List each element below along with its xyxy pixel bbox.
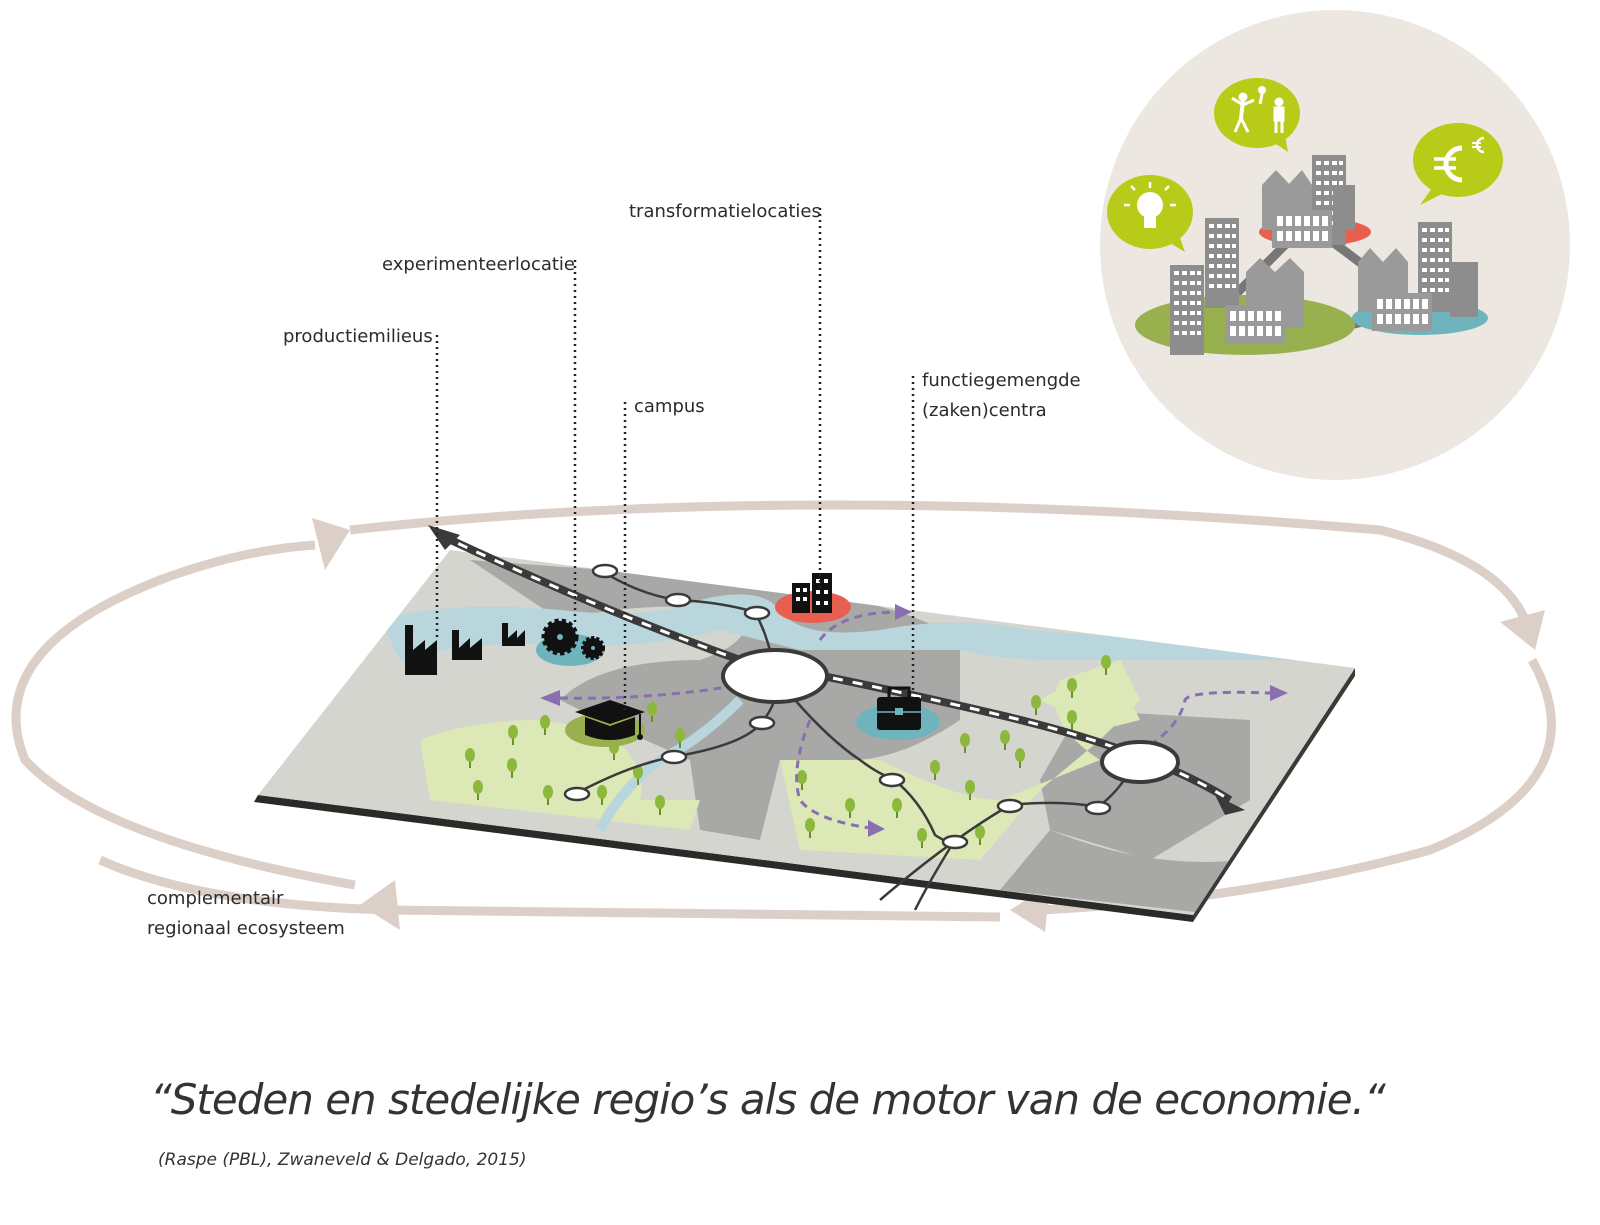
green-area-east xyxy=(1040,660,1140,730)
label-functiegemengde-line1: functiegemengde xyxy=(922,370,1081,391)
people-icon xyxy=(1231,86,1285,133)
secondary-hub xyxy=(1100,740,1180,784)
rail-arrow-west xyxy=(428,525,460,550)
flow-arrowheads xyxy=(540,604,1288,837)
label-ecosysteem-line1: complementair xyxy=(147,888,284,909)
city-buildings-right xyxy=(1358,222,1478,331)
euro-bubble xyxy=(1413,123,1503,205)
label-experimenteerlocatie: experimenteerlocatie xyxy=(382,254,576,275)
label-functiegemengde-line2: (zaken)centra xyxy=(922,400,1047,421)
label-productiemilieus: productiemilieus xyxy=(283,326,433,347)
main-hub xyxy=(721,648,829,704)
map-edge-front xyxy=(254,795,1193,922)
ring-arc-top xyxy=(349,500,1530,622)
transit-stations xyxy=(563,563,1112,850)
source-citation: (Raspe (PBL), Zwaneveld & Delgado, 2015) xyxy=(158,1150,527,1170)
ring-arc-left xyxy=(11,540,356,890)
city-buildings-left xyxy=(1170,218,1304,355)
map-edge-right xyxy=(1193,668,1355,922)
knowledge-flows xyxy=(559,610,1271,830)
label-transformatielocaties: transformatielocaties xyxy=(629,201,821,222)
euro-icon xyxy=(1434,136,1485,183)
city-map xyxy=(254,525,1355,922)
graduation-cap-icon xyxy=(565,700,645,747)
green-area-south xyxy=(780,660,1140,860)
label-campus: campus xyxy=(634,396,705,417)
briefcase-icon xyxy=(856,686,940,740)
cities-network-illustration xyxy=(1100,10,1570,480)
label-ecosysteem-line2: regionaal ecosysteem xyxy=(147,918,345,939)
river xyxy=(380,594,1340,660)
lightbulb-icon xyxy=(1124,182,1176,228)
ring-arrow-right xyxy=(1500,610,1545,650)
ring-arc-bottom xyxy=(98,855,1001,922)
city-buildings-middle xyxy=(1262,155,1355,248)
leader-lines xyxy=(435,208,915,712)
rail-arrow-east xyxy=(1215,795,1245,815)
buildings-icon xyxy=(775,573,851,623)
people-bubble xyxy=(1214,78,1300,152)
urban-area-east xyxy=(1040,710,1250,860)
ring-arrow-top-left xyxy=(312,518,350,570)
urban-area-center xyxy=(470,560,960,840)
gears-icon xyxy=(536,618,605,666)
green-area-southwest xyxy=(420,720,700,830)
factory-icon xyxy=(405,623,525,675)
lightbulb-bubble xyxy=(1107,175,1193,252)
ring-arrow-bottom-left xyxy=(360,880,400,930)
urban-area-southeast xyxy=(1000,830,1240,912)
main-quote: “Steden en stedelijke regio’s als de mot… xyxy=(150,1075,1386,1124)
